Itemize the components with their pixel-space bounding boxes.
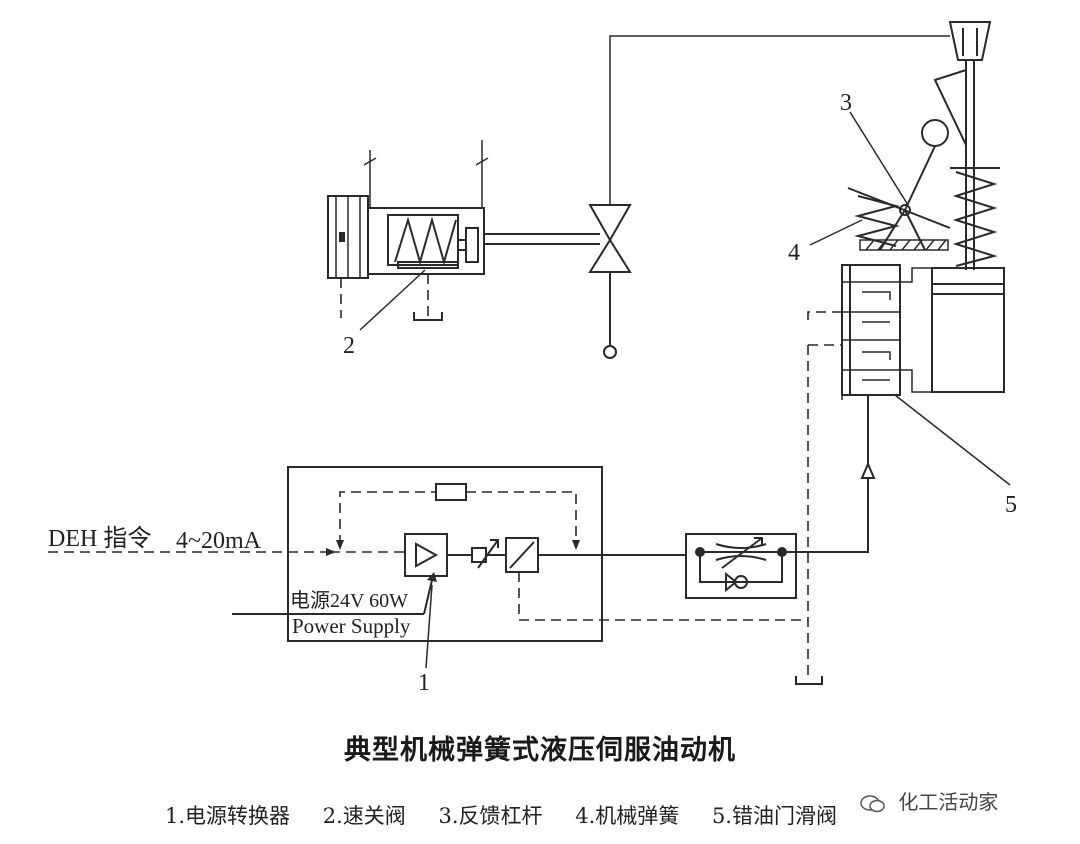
callout-1: 1 xyxy=(418,670,430,696)
quick-closing-valve xyxy=(327,35,950,359)
servo-motor xyxy=(807,21,1011,486)
power-converter xyxy=(48,345,823,685)
watermark-text: 化工活动家 xyxy=(898,790,999,814)
oil-supply-line xyxy=(685,395,876,599)
legend-item: 1.电源转换器 xyxy=(165,804,291,828)
deh-input-label: DEH 指令 xyxy=(48,526,152,552)
legend: 1.电源转换器 2.速关阀 3.反馈杠杆 4.机械弹簧 5.错油门滑阀 xyxy=(165,800,863,830)
wechat-icon xyxy=(860,794,886,814)
callout-5: 5 xyxy=(1005,492,1017,518)
diagram-title: 典型机械弹簧式液压伺服油动机 xyxy=(344,735,736,766)
callout-4: 4 xyxy=(788,240,800,266)
power-label: 电源24V 60W xyxy=(290,590,408,612)
callout-3: 3 xyxy=(840,90,852,116)
legend-item: 5.错油门滑阀 xyxy=(711,804,837,828)
callout-2: 2 xyxy=(343,333,355,359)
legend-item: 2.速关阀 xyxy=(322,804,406,828)
power-supply-label: Power Supply xyxy=(292,614,411,638)
current-label: 4~20mA xyxy=(176,528,261,554)
watermark: 化工活动家 xyxy=(860,786,998,815)
legend-item: 4.机械弹簧 xyxy=(575,804,680,828)
legend-item: 3.反馈杠杆 xyxy=(438,804,543,828)
